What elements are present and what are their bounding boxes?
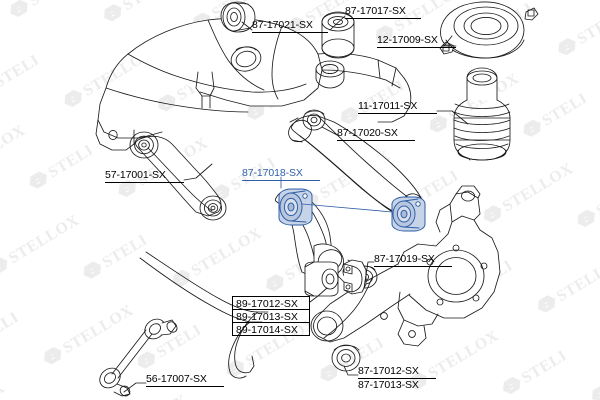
part-label-89-17012-sx: 89-17012-SX <box>233 297 309 310</box>
label-underline <box>242 180 320 181</box>
label-underline <box>377 47 456 48</box>
stabilizer-bushing-bracket <box>304 259 367 297</box>
bushing-87-17018-right <box>391 196 426 232</box>
part-label-11-17011-sx: 11-17011-SX <box>358 100 418 112</box>
highlighted-bushing-pair-87-17018 <box>278 188 426 232</box>
leader-87-17017 <box>329 15 346 31</box>
label-underline <box>105 182 184 183</box>
dust-boot-11-17011 <box>453 67 511 161</box>
bushing-87-17018-left <box>278 188 313 226</box>
label-underline <box>358 378 436 379</box>
bushing-87-17017 <box>321 11 355 59</box>
part-label-57-17001-sx: 57-17001-SX <box>105 169 166 181</box>
label-underline <box>374 266 452 267</box>
subframe-bushing-seat <box>315 60 345 89</box>
rear-subframe <box>95 18 412 151</box>
leader-89-170xx <box>309 287 328 303</box>
leader-87-17020 <box>321 126 338 136</box>
part-label-56-17007-sx: 56-17007-SX <box>146 373 207 385</box>
label-underline <box>358 113 437 114</box>
leader-87-17019 <box>363 261 375 289</box>
leader-lines <box>123 15 469 393</box>
leader-56-17007 <box>123 382 147 393</box>
stabilizer-bar <box>139 251 269 379</box>
part-label-87-17017-sx: 87-17017-SX <box>345 5 406 17</box>
leader-57-17001 <box>183 163 213 181</box>
bushing-87-17020 <box>302 109 326 131</box>
leader-12-17009 <box>443 35 457 47</box>
label-underline <box>252 32 328 33</box>
part-label-87-17020-sx: 87-17020-SX <box>337 127 398 139</box>
lateral-link-57-17001 <box>129 131 227 221</box>
label-underline <box>146 386 224 387</box>
part-label-12-17009-sx: 12-17009-SX <box>377 34 438 46</box>
part-label-87-17018-sx: 87-17018-SX <box>242 167 303 179</box>
leader-87-17021 <box>241 21 253 31</box>
bushing-87-17021 <box>220 1 256 33</box>
label-underline <box>345 18 421 19</box>
strut-mount-12-17009 <box>439 1 539 59</box>
part-label-87-17013-sx: 87-17013-SX <box>358 379 419 391</box>
part-label-89-17013-sx: 89-17013-SX <box>233 310 309 323</box>
part-label-87-17012-sx: 87-17012-SX <box>358 365 419 377</box>
part-label-87-17019-sx: 87-17019-SX <box>374 253 435 265</box>
part-label-87-17021-sx: 87-17021-SX <box>252 19 313 31</box>
leader-87-17018-link <box>301 203 393 213</box>
leader-87-17012 <box>343 365 359 376</box>
part-label-89-17014-sx: 89-17014-SX <box>236 324 298 336</box>
label-underline <box>337 140 415 141</box>
stabilizer-link-56-17007 <box>99 318 178 397</box>
leader-11-17011 <box>436 110 469 125</box>
